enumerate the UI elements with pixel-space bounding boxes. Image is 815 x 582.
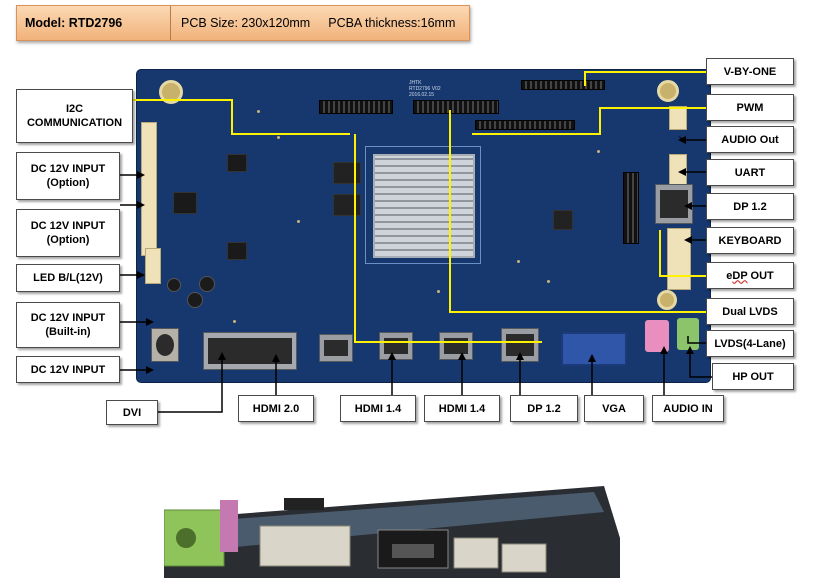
label-text: DVI	[122, 406, 142, 419]
capacitor	[167, 278, 181, 292]
label-text-part: DP	[732, 269, 748, 282]
ic-chip	[553, 210, 573, 230]
label-dc12-option-2: DC 12V INPUT (Option)	[16, 209, 120, 257]
label-hdmi14-b: HDMI 1.4	[424, 395, 500, 422]
mounting-hole	[657, 80, 679, 102]
label-text: KEYBOARD	[718, 234, 782, 247]
label-audio-in: AUDIO IN	[652, 395, 724, 422]
label-text: HDMI 1.4	[354, 402, 402, 415]
label-text: DP 1.2	[527, 402, 561, 415]
label-dp12-bottom: DP 1.2	[510, 395, 578, 422]
label-text: AUDIO IN	[663, 402, 713, 415]
label-text: DP 1.2	[733, 200, 767, 213]
label-text: AUDIO Out	[721, 133, 779, 146]
label-keyboard: KEYBOARD	[706, 227, 794, 254]
label-edp-out: eDP OUT	[706, 262, 794, 289]
label-text: DC 12V INPUT	[30, 363, 106, 376]
audio-in-jack	[645, 320, 669, 352]
inductor	[227, 242, 247, 260]
label-text: (Built-in)	[45, 326, 91, 338]
audio-out-connector	[669, 106, 687, 130]
hdmi20-port	[319, 334, 353, 362]
label-text: UART	[734, 166, 766, 179]
label-text: HDMI 1.4	[438, 402, 486, 415]
silk-line: JHTK	[409, 80, 422, 86]
label-text: LVDS(4-Lane)	[714, 337, 786, 350]
edp-header	[623, 172, 639, 244]
pcb-specs: PCB Size: 230x120mm PCBA thickness:16mm	[171, 6, 463, 40]
silk-line: RTD2796 V02	[409, 86, 441, 92]
label-i2c: I2C COMMUNICATION	[16, 89, 133, 143]
label-text: HP OUT	[732, 370, 774, 383]
label-text-part: e	[726, 269, 733, 282]
label-dvi: DVI	[106, 400, 158, 425]
silk-line: 2016.02.15	[409, 92, 435, 98]
pcb-size: PCB Size: 230x120mm	[181, 16, 311, 30]
label-dc12-builtin: DC 12V INPUT (Built-in)	[16, 302, 120, 348]
label-dual-lvds: Dual LVDS	[706, 298, 794, 325]
hp-out-jack	[677, 318, 699, 350]
vbyone-connector	[521, 80, 605, 90]
label-audio-out: AUDIO Out	[706, 126, 794, 153]
inductor	[227, 154, 247, 172]
displayport-right	[655, 184, 693, 224]
label-text: DC 12V INPUT	[30, 163, 106, 175]
label-text: PWM	[736, 101, 764, 114]
label-pwm: PWM	[706, 94, 794, 121]
label-vbyone: V-BY-ONE	[706, 58, 794, 85]
model-name: Model: RTD2796	[17, 6, 171, 40]
label-uart: UART	[706, 159, 794, 186]
led-bl-connector	[145, 248, 161, 284]
label-hdmi20: HDMI 2.0	[238, 395, 314, 422]
label-vga: VGA	[584, 395, 644, 422]
capacitor	[187, 292, 203, 308]
heatsink	[373, 154, 475, 258]
board-side-photo	[164, 486, 620, 578]
label-hp-out: HP OUT	[712, 363, 794, 390]
label-text: V-BY-ONE	[723, 65, 777, 78]
label-text: DC 12V INPUT	[30, 312, 106, 324]
dc-jack	[151, 328, 179, 362]
label-text: LED B/L(12V)	[33, 272, 103, 284]
model-header: Model: RTD2796 PCB Size: 230x120mm PCBA …	[16, 5, 470, 41]
board-silk: JHTK RTD2796 V02 2016.02.15	[409, 80, 441, 98]
label-text: VGA	[602, 402, 626, 415]
keyboard-connector	[667, 228, 691, 290]
label-text: DC 12V INPUT	[30, 220, 106, 232]
label-text: (Option)	[46, 234, 90, 246]
label-text: (Option)	[46, 177, 90, 189]
capacitor	[199, 276, 215, 292]
label-hdmi14-a: HDMI 1.4	[340, 395, 416, 422]
label-led-bl: LED B/L(12V)	[16, 264, 120, 292]
label-dp12-right: DP 1.2	[706, 193, 794, 220]
label-text: eDP OUT	[726, 269, 774, 283]
label-text: Dual LVDS	[722, 305, 778, 318]
label-dc12: DC 12V INPUT	[16, 356, 120, 383]
pin-header	[319, 100, 393, 114]
pin-header	[475, 120, 575, 130]
inductor	[173, 192, 197, 214]
pcba-thickness: PCBA thickness:16mm	[328, 16, 456, 30]
label-dc12-option-1: DC 12V INPUT (Option)	[16, 152, 120, 200]
label-text: HDMI 2.0	[252, 402, 300, 415]
label-text: I2C COMMUNICATION	[26, 103, 123, 129]
label-text-part: OUT	[747, 269, 774, 282]
heatsink-frame	[365, 146, 481, 264]
pin-header	[413, 100, 499, 114]
label-lvds-4lane: LVDS(4-Lane)	[706, 330, 794, 357]
mounting-hole	[657, 290, 677, 310]
